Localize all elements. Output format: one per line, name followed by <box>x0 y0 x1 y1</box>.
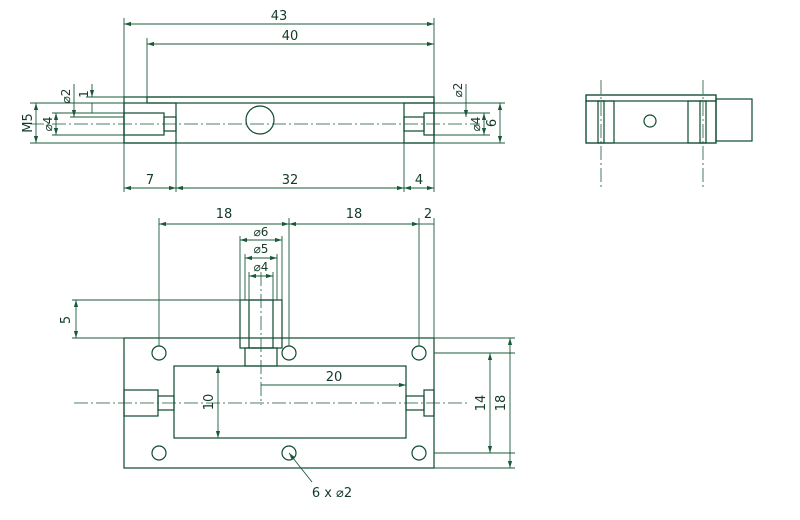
dim-43: 43 <box>271 9 288 24</box>
dim-40: 40 <box>282 29 299 44</box>
dim-offset-1: 1 <box>77 90 91 98</box>
top-view-body <box>123 96 435 144</box>
side-view-right-wall <box>687 100 717 144</box>
dim-d6: ⌀6 <box>254 225 269 239</box>
top-view-center-hole <box>245 105 275 135</box>
mounting-hole <box>151 345 167 361</box>
dim-7: 7 <box>146 173 154 188</box>
dim-6: 6 <box>485 119 500 127</box>
dim-18-height: 18 <box>494 395 509 412</box>
dim-d4: ⌀4 <box>254 260 269 274</box>
dim-inner-10: 10 <box>202 394 217 411</box>
bottom-view: 18 18 2 ⌀6 ⌀5 ⌀4 5 10 20 14 18 <box>59 207 515 501</box>
dim-32: 32 <box>282 173 299 188</box>
left-threaded-boss <box>123 102 177 144</box>
dim-right-d4: ⌀4 <box>469 117 483 132</box>
dim-m5: M5 <box>21 113 36 133</box>
dim-d5: ⌀5 <box>254 242 269 256</box>
dim-edge-2: 2 <box>424 207 432 222</box>
side-view-hole <box>643 114 657 128</box>
mounting-hole <box>411 445 427 461</box>
side-view-left-wall <box>585 100 615 144</box>
side-view <box>585 80 753 188</box>
dim-right-d2: ⌀2 <box>451 83 465 98</box>
dim-left-d2: ⌀2 <box>59 89 73 104</box>
top-view: 43 40 7 32 4 M5 ⌀4 ⌀2 1 <box>21 9 505 192</box>
mounting-hole <box>411 345 427 361</box>
top-view-top-wall <box>146 96 435 104</box>
side-view-tab <box>715 98 753 142</box>
mounting-hole <box>151 445 167 461</box>
dim-left-18: 18 <box>216 207 233 222</box>
mounting-hole <box>281 445 297 461</box>
dim-left-d4: ⌀4 <box>41 117 55 132</box>
side-view-body <box>585 94 717 144</box>
dim-14: 14 <box>474 395 489 412</box>
holes-note: 6 x ⌀2 <box>312 486 352 501</box>
dim-4: 4 <box>415 173 423 188</box>
dim-depth-5: 5 <box>59 316 74 324</box>
right-boss <box>403 102 435 144</box>
side-view-top-wall <box>585 94 717 102</box>
dim-20: 20 <box>326 370 343 385</box>
dim-right-18: 18 <box>346 207 363 222</box>
mounting-hole <box>281 345 297 361</box>
